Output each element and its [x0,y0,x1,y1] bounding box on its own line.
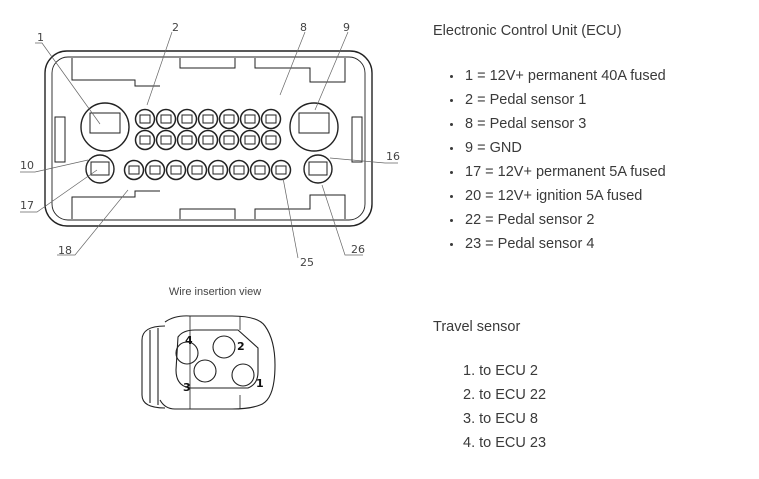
sensor-label-2: 2 [237,340,245,353]
terminal-slot [244,135,256,145]
terminal-cavity [176,108,198,130]
top-latch [71,58,346,87]
callout-10: 10 [20,159,34,172]
sensor-label-1: 1 [256,377,264,390]
terminal-cavity [134,108,156,130]
ecu-pin-item: 1 = 12V+ permanent 40A fused [463,66,666,90]
left-key [54,116,66,163]
terminal-slot [254,165,266,175]
terminal-cavity [144,159,166,181]
ecu-pin-item: 2 = Pedal sensor 1 [463,90,666,114]
terminal-slot [233,165,245,175]
terminal-slot [139,114,151,124]
travel-sensor-title: Travel sensor [433,319,521,335]
terminal-slot [160,135,172,145]
terminal-cavity [239,108,261,130]
terminal-slot [191,165,203,175]
terminal-slot [149,165,161,175]
callout-26: 26 [351,243,365,256]
terminal-cavity [249,159,271,181]
ecu-pin-item: 9 = GND [463,138,666,162]
ecu-pin-item: 22 = Pedal sensor 2 [463,210,666,234]
terminal-slot [223,135,235,145]
travel-sensor-list: 1. to ECU 2 2. to ECU 22 3. to ECU 8 4. … [463,361,546,457]
terminal-cavity [197,108,219,130]
wire-insertion-caption: Wire insertion view [168,286,262,298]
terminal-cavity [218,108,240,130]
sensor-pin-4 [175,341,199,365]
right-key [351,116,363,163]
terminal-slot [275,165,287,175]
terminal-cavity [260,108,282,130]
cavity-9 [289,102,339,152]
ecu-connector-drawing: 1 2 8 9 10 16 17 18 25 26 [20,21,400,269]
ecu-housing-outline [44,50,373,227]
terminal-slot [202,114,214,124]
terminal-cavity [207,159,229,181]
sensor-housing [159,315,276,410]
terminal-slot [212,165,224,175]
terminal-slot [181,135,193,145]
callout-8: 8 [300,21,307,34]
sensor-connection-item: 3. to ECU 8 [463,411,538,427]
terminal-slot [170,165,182,175]
sensor-connection-item: 2. to ECU 22 [463,387,547,403]
callout-17: 17 [20,199,34,212]
terminal-slot [139,135,151,145]
terminal-slot [265,135,277,145]
terminal-slot [223,114,235,124]
sensor-pin-2 [212,335,236,359]
callout-9: 9 [343,21,350,34]
sensor-connection-item: 4. to ECU 23 [463,435,547,451]
terminal-slot [244,114,256,124]
sensor-label-4: 4 [185,334,193,347]
terminal-cavity [165,159,187,181]
ecu-housing-inner [51,56,366,221]
callout-2: 2 [172,21,179,34]
callout-18: 18 [58,244,72,257]
terminal-slot [181,114,193,124]
ecu-pin-item: 23 = Pedal sensor 4 [463,234,666,258]
callout-25: 25 [300,256,314,269]
callout-16: 16 [386,150,400,163]
terminal-slot [160,114,172,124]
cavity-1 [80,102,130,152]
terminal-slot [202,135,214,145]
ecu-pin-item: 20 = 12V+ ignition 5A fused [463,186,666,210]
ecu-pin-list: 1 = 12V+ permanent 40A fused 2 = Pedal s… [445,66,666,258]
terminal-cavity [218,129,240,151]
cavity-16 [303,154,333,184]
bottom-latch [71,190,346,219]
sensor-pin-plate [175,329,259,389]
ecu-pin-item: 17 = 12V+ permanent 5A fused [463,162,666,186]
terminal-cavity [176,129,198,151]
terminal-cavity [270,159,292,181]
sensor-latch [141,325,166,409]
sensor-label-3: 3 [183,381,191,394]
terminal-cavity [239,129,261,151]
terminal-cavity [186,159,208,181]
ecu-section-title: Electronic Control Unit (ECU) [433,23,622,39]
terminal-cavity [155,108,177,130]
terminal-cavity [228,159,250,181]
terminal-slot [265,114,277,124]
sensor-connection-item: 1. to ECU 2 [463,363,538,379]
sensor-pin-3 [193,359,217,383]
sensor-pin-1 [231,363,255,387]
terminal-cavity [134,129,156,151]
terminal-cavity [260,129,282,151]
callout-1: 1 [37,31,44,44]
terminal-slot [128,165,140,175]
terminal-cavity [197,129,219,151]
travel-sensor-drawing: 4 2 3 1 [141,315,276,410]
terminal-cavity [155,129,177,151]
terminal-cavity [123,159,145,181]
ecu-pin-item: 8 = Pedal sensor 3 [463,114,666,138]
cavity-10 [85,154,115,184]
